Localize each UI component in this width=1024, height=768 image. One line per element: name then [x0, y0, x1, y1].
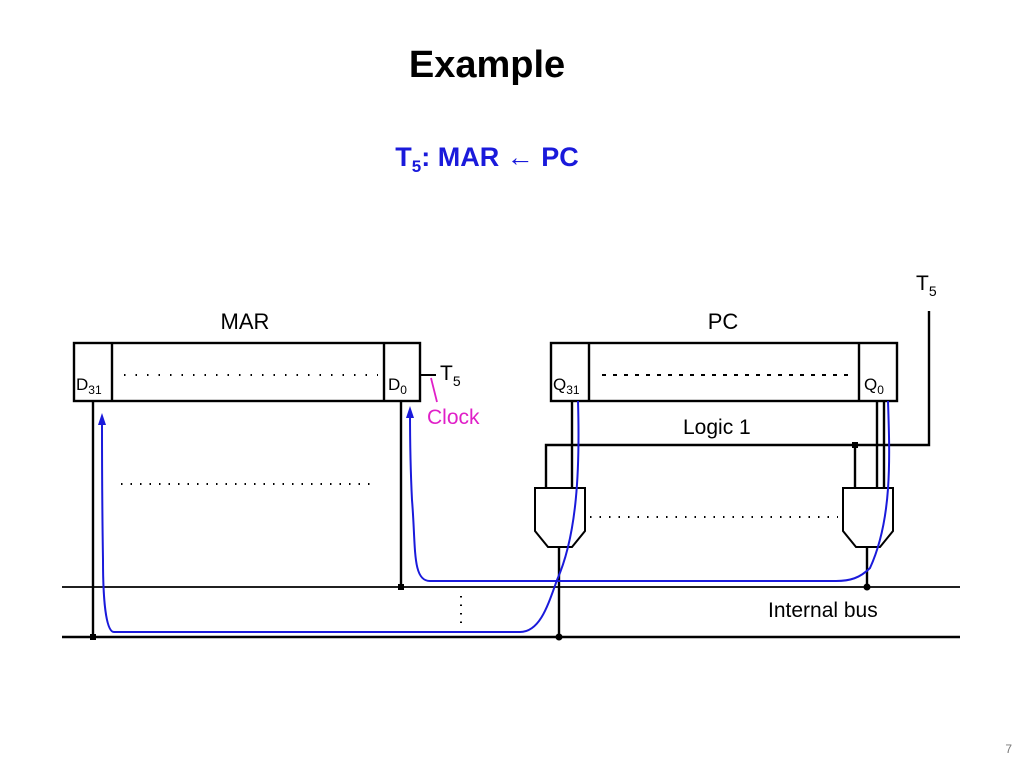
arrowhead-bit31: [98, 413, 106, 425]
signal-path-bit0: [409, 400, 891, 582]
subtitle-rest: : MAR ← PC: [421, 142, 579, 172]
mar-control-label: T5: [440, 362, 461, 389]
slide-title: Example: [408, 44, 566, 86]
pc-register: [549, 341, 899, 403]
pc-lsb-label: Q0: [864, 375, 884, 397]
junction-dot: [90, 634, 96, 640]
bus-label: Internal bus: [768, 599, 878, 622]
and-gate-msb: [534, 487, 586, 548]
mar-lsb-label: D0: [388, 375, 407, 397]
junction-dot: [555, 633, 563, 641]
mar-label: MAR: [221, 309, 270, 334]
logic-label: Logic 1: [683, 416, 751, 439]
junction-dot: [852, 442, 858, 448]
and-gate-lsb: [842, 487, 894, 548]
pc-control-label: T5: [916, 272, 937, 299]
subtitle-sub: 5: [411, 157, 422, 176]
mar-bus-connections: [91, 401, 403, 637]
pc-msb-label: Q31: [553, 375, 580, 397]
control-wiring: [544, 311, 931, 505]
gate-outputs: [557, 547, 869, 637]
junction-dot: [398, 584, 404, 590]
pc-label: PC: [708, 309, 739, 334]
page-number: 7: [1005, 742, 1012, 756]
subtitle-t: T: [395, 142, 412, 172]
clock-label: Clock: [427, 406, 480, 429]
mar-register: [72, 341, 422, 403]
slide-subtitle: T5: MAR ← PC: [0, 142, 974, 177]
clock-pointer: [430, 377, 438, 403]
junction-dot: [863, 583, 871, 591]
arrowhead-bit0: [406, 406, 414, 418]
mar-msb-label: D31: [76, 375, 102, 397]
signal-path-bit31: [101, 400, 580, 633]
internal-bus: [62, 586, 960, 639]
